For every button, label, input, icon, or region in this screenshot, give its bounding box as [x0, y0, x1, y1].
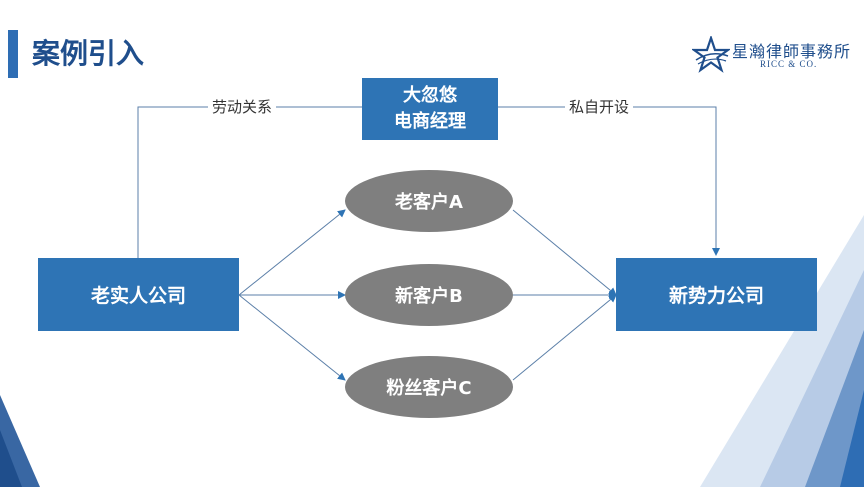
old-company-node: 老实人公司 — [38, 258, 239, 331]
labor-relation-label: 劳动关系 — [208, 96, 277, 117]
client-c-node: 粉丝客户C — [345, 356, 513, 418]
private-setup-label: 私自开设 — [565, 96, 634, 117]
private-connector — [498, 106, 720, 256]
arrow-to-client-c — [238, 294, 346, 381]
client-c-to-new — [512, 294, 617, 381]
new-company-node: 新势力公司 — [616, 258, 817, 331]
manager-node: 大忽悠 电商经理 — [362, 78, 498, 140]
manager-role: 电商经理 — [394, 111, 466, 132]
labor-connector — [137, 106, 362, 258]
title-accent-bar — [8, 30, 18, 78]
logo-subtitle: RICC & CO. — [760, 59, 818, 69]
firm-logo: 星瀚律師事務所 RICC & CO. — [692, 36, 854, 76]
arrow-to-client-a — [238, 209, 346, 296]
client-b-node: 新客户B — [345, 264, 513, 326]
logo-firm-name: 星瀚律師事務所 — [732, 42, 852, 61]
slide-title: 案例引入 — [32, 37, 145, 70]
star-logo-icon — [692, 36, 730, 73]
manager-name: 大忽悠 — [403, 85, 457, 106]
client-a-to-new — [512, 209, 617, 296]
client-a-node: 老客户A — [345, 170, 513, 232]
